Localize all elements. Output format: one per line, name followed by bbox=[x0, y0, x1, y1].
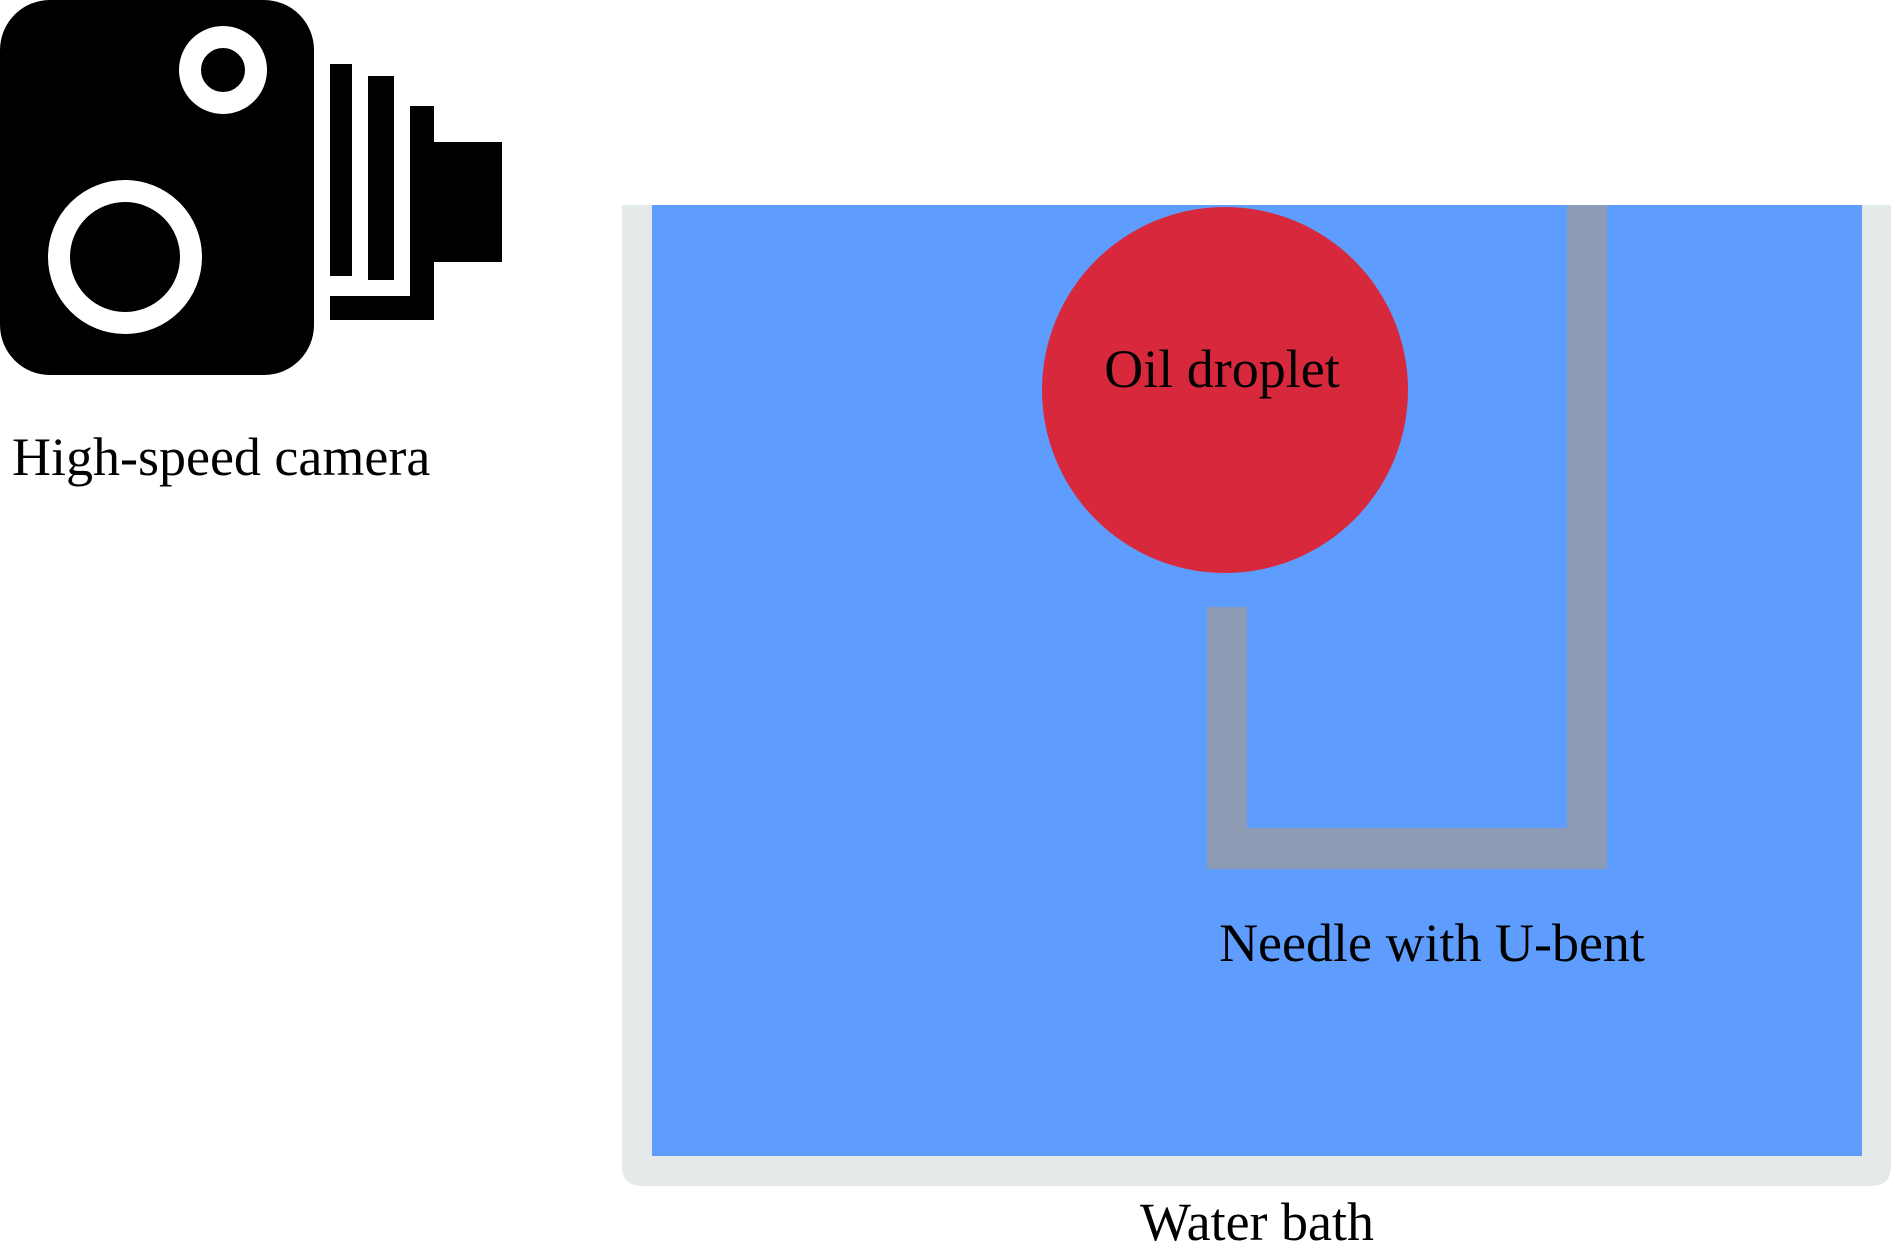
needle-long-arm bbox=[1567, 205, 1607, 869]
camera-small-lens bbox=[179, 26, 267, 114]
needle-label: Needle with U-bent bbox=[1219, 913, 1645, 973]
camera-nozzle bbox=[434, 142, 502, 262]
camera-icon bbox=[0, 0, 502, 375]
camera-fin-2 bbox=[368, 76, 394, 280]
needle bbox=[1207, 205, 1607, 869]
camera-label: High-speed camera bbox=[12, 427, 430, 487]
camera-fin-1 bbox=[330, 64, 352, 276]
needle-short-arm bbox=[1207, 607, 1247, 869]
oil-droplet bbox=[1042, 207, 1408, 573]
camera-fin-3 bbox=[410, 106, 434, 320]
camera-main-lens bbox=[48, 180, 202, 334]
needle-bottom bbox=[1207, 828, 1607, 869]
camera-fin-bottom bbox=[330, 296, 434, 320]
bath-label: Water bath bbox=[1140, 1192, 1374, 1252]
droplet-label: Oil droplet bbox=[1104, 339, 1339, 399]
